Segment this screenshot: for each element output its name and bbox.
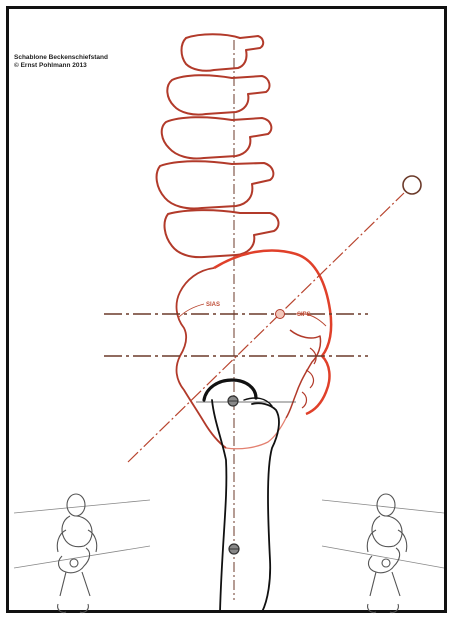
right-skeleton-figure <box>322 494 444 613</box>
sips-label: SIPS <box>297 312 311 318</box>
acetabulum-rim <box>286 330 321 418</box>
vertebra-3 <box>162 117 272 158</box>
pendulum-ring <box>403 176 421 194</box>
femur-front-edge <box>212 400 226 612</box>
sacral-segments <box>302 348 316 408</box>
lumbar-spine <box>157 34 279 257</box>
sias-label: SIAS <box>206 302 220 308</box>
vertebra-4 <box>157 161 274 208</box>
vertebra-2 <box>167 75 269 114</box>
left-skeleton-figure <box>14 494 150 613</box>
sips-marker: SIPS <box>276 310 327 327</box>
femur <box>204 380 279 612</box>
vertebra-1 <box>182 34 264 71</box>
pelvis <box>177 250 332 448</box>
left-figure-head <box>67 494 85 516</box>
sias-marker: SIAS <box>178 302 220 318</box>
ilium-outline <box>177 268 226 448</box>
sacrum-outline <box>214 250 331 414</box>
right-figure-head <box>377 494 395 516</box>
sips-point <box>276 310 285 319</box>
